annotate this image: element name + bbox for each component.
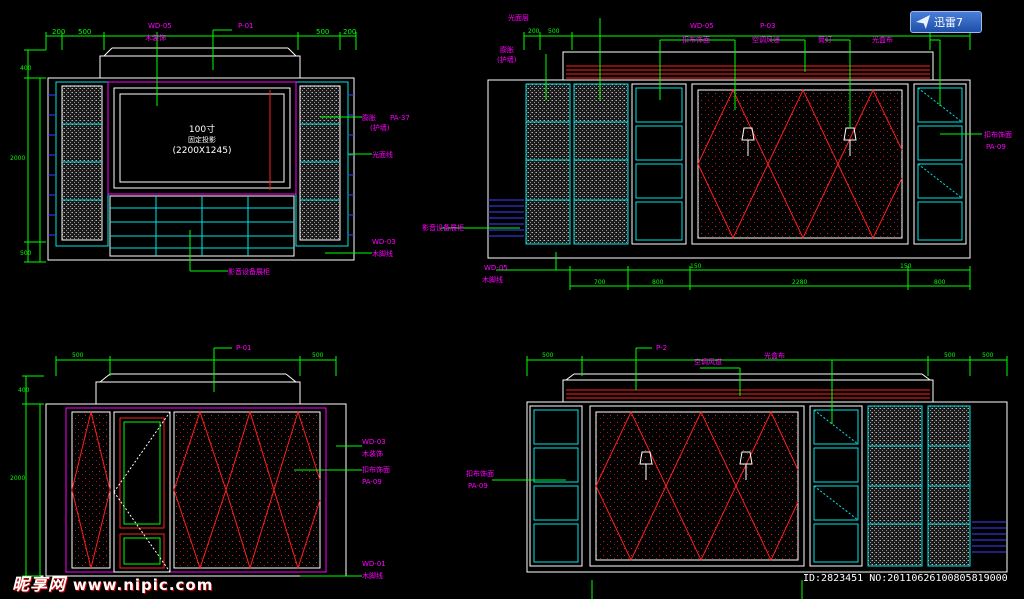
dim-left-2: 2000 [10,155,25,162]
bird-icon [916,15,930,29]
label-skirting-b: 木脚线 [362,571,383,580]
label-wall-guard: (护墙) [370,123,390,132]
tag-p2: P-2 [656,344,667,352]
dim-tr-top-2: 500 [548,28,560,35]
tag-wd03: WD-03 [372,238,396,246]
image-id-line: ID:2823451 NO:20110626100805819000 [803,573,1008,584]
elevation-bottom-left [22,347,362,577]
dim-bl-left-2: 2000 [10,475,25,482]
dim-top-1: 200 [52,28,65,36]
dim-tr-b-3: 150 [690,263,702,270]
dim-bl-top-1: 500 [72,352,84,359]
dim-left-3: 500 [20,250,32,257]
dim-br-top-3: 500 [982,352,994,359]
badge-label: 迅雷7 [934,16,963,29]
label-fabric-face: 扣布饰面 [682,35,710,44]
label-fabric-br: 扣布饰面 [466,469,494,478]
dim-top-2: 500 [78,28,91,36]
elevation-top-left [24,29,372,272]
label-expand: 膨胀 [362,113,376,122]
watermark: 昵享网 www.nipic.com [12,570,213,595]
label-ac-duct-b: 空调风道 [694,357,722,366]
dim-bl-top-2: 500 [312,352,324,359]
tag-p03: P-03 [760,22,776,30]
label-wood-deco: 木装饰 [145,33,166,42]
tag-wd01: WD-01 [362,560,386,568]
label-skirting: 木脚线 [372,249,393,258]
tv-label: 固定投影 [188,135,216,144]
tag-pa37: PA-37 [390,114,410,122]
tag-p01-b: P-01 [236,344,252,352]
label-wall-guard-r: (护墙) [497,55,517,64]
label-fabric-b: 扣布饰面 [362,465,390,474]
dim-tr-top-1: 200 [528,28,540,35]
dim-tr-b-4: 2280 [792,279,807,286]
label-skirting-r: 木脚线 [482,275,503,284]
dim-bl-left-1: 400 [18,387,30,394]
label-av-cabinet-r: 影音设备展柜 [422,223,464,232]
label-ac-duct: 空调风道 [752,35,780,44]
dim-top-4: 200 [343,28,356,36]
label-av-cabinet: 影音设备展柜 [228,267,270,276]
label-light-box: 光盒布 [872,35,893,44]
label-fabric-face-2: 扣布饰面 [984,130,1012,139]
dim-top-3: 500 [316,28,329,36]
watermark-brand: 昵享网 [12,575,66,595]
elevation-top-left-text: 200 500 500 200 400 2000 500 [10,28,356,257]
download-manager-badge[interactable]: 迅雷7 [910,11,982,33]
dim-br-top-2: 500 [944,352,956,359]
dim-left-1: 400 [20,65,32,72]
label-light-layer: 光面层 [508,13,529,22]
tv-size: 100寸 [189,123,215,135]
label-light-box-b: 光盒布 [764,351,785,360]
dim-tr-b-2: 800 [652,279,664,286]
watermark-url: www.nipic.com [72,576,214,594]
elevation-top-right [440,18,982,290]
label-wood-deco-b: 木装饰 [362,449,383,458]
dim-tr-b-1: 700 [594,279,606,286]
label-downlight: 筒灯 [818,35,832,44]
tag-p01: P-01 [238,22,254,30]
tag-wd05-b: WD-05 [484,264,508,272]
tag-wd03-b: WD-03 [362,438,386,446]
elevation-bottom-right [492,347,1008,599]
dim-tr-b-6: 800 [934,279,946,286]
tag-wd05-r: WD-05 [690,22,714,30]
label-light-line: 光面线 [372,150,393,159]
tag-pa09-b: PA-09 [362,478,382,486]
dim-tr-b-5: 150 [900,263,912,270]
dim-br-top-1: 500 [542,352,554,359]
tag-pa09-br: PA-09 [468,482,488,490]
tv-dim: (2200X1245) [173,146,232,156]
tag-pa09: PA-09 [986,143,1006,151]
tag-wd05: WD-05 [148,22,172,30]
label-expand-r: 膨胀 [500,45,514,54]
